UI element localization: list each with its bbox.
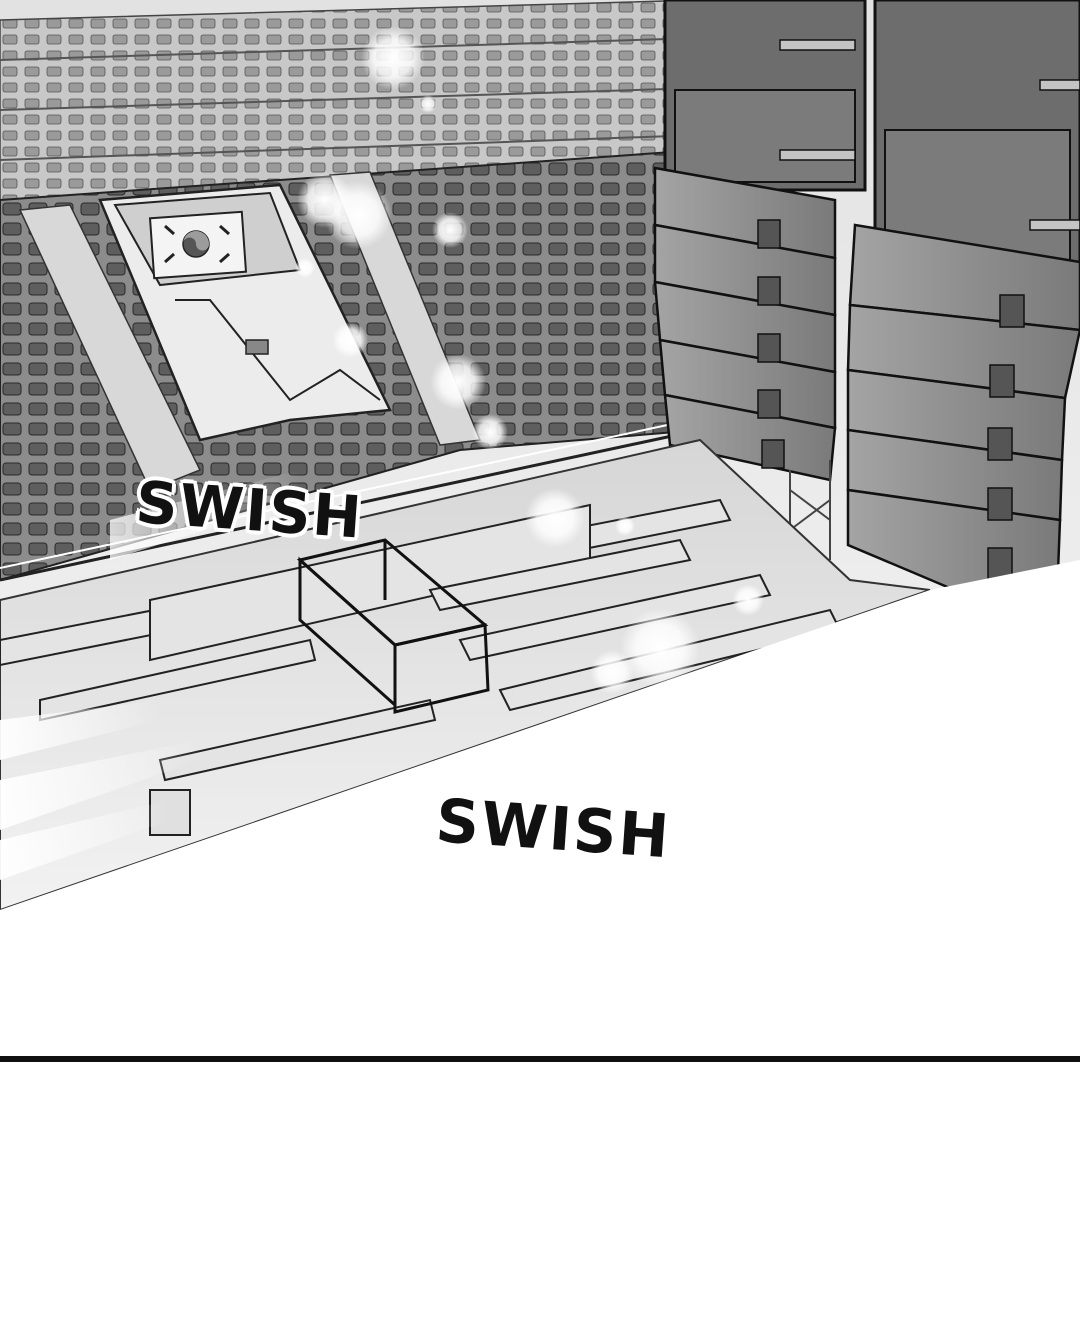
motion-streaks — [0, 470, 300, 880]
tunnel-entrance — [98, 183, 392, 442]
korean-flag-icon — [148, 210, 248, 280]
glass-booth — [296, 538, 490, 714]
comic-panel: SWISH SWISH — [0, 0, 1080, 1060]
arena-illustration — [0, 0, 1080, 1060]
arena-floor — [0, 438, 931, 912]
light-sparkles — [295, 26, 764, 694]
panel-divider — [0, 1056, 1080, 1062]
page-gutter — [0, 1062, 1080, 1320]
foreground-white — [0, 560, 1080, 1060]
